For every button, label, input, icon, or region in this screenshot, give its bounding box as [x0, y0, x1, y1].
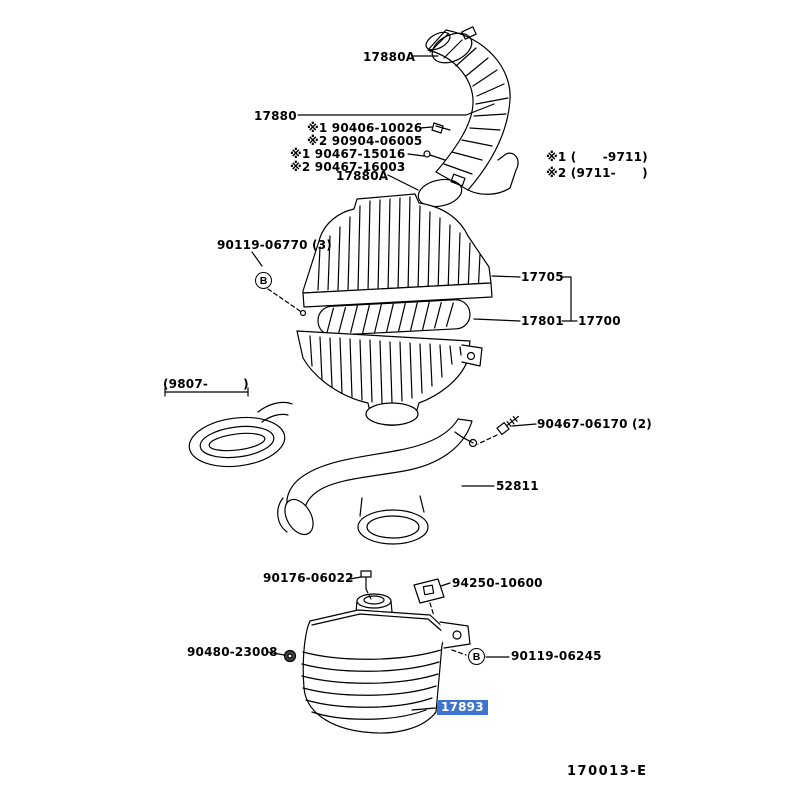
- part-label-90467-16003[interactable]: ※2 90467-16003: [290, 160, 406, 174]
- part-label-90119-06770[interactable]: 90119-06770 (3): [217, 238, 332, 252]
- air-cleaner-case: [296, 330, 483, 426]
- air-cleaner-cap: [299, 193, 493, 317]
- leader-lines: [251, 55, 578, 711]
- hose-branch-fitting: [467, 152, 519, 195]
- note-9807-bracket: [164, 387, 249, 397]
- part-label-90467-06170[interactable]: 90467-06170 (2): [537, 417, 652, 431]
- hose-clamp-lower-icon: [417, 173, 466, 208]
- part-label-17801[interactable]: 17801: [521, 314, 564, 328]
- part-label-52811[interactable]: 52811: [496, 479, 539, 493]
- hose-clamp-upper-icon: [431, 26, 477, 64]
- clip-94250-icon: [413, 578, 445, 604]
- dashed-leaders: [267, 288, 498, 656]
- part-label-note-2: ※2 (9711- ): [546, 166, 648, 180]
- intake-duct-52811: [277, 418, 478, 545]
- part-label-94250-10600[interactable]: 94250-10600: [452, 576, 543, 590]
- air-filter-element: [317, 299, 471, 336]
- part-label-note-1: ※1 ( -9711): [546, 150, 648, 164]
- b-marker-1: B: [255, 272, 272, 289]
- inlet-duct-9807: [188, 401, 293, 468]
- resonator-17893: [301, 593, 471, 734]
- part-label-17880A-upper[interactable]: 17880A: [363, 50, 416, 64]
- part-label-17880A-lower[interactable]: 17880A: [336, 169, 389, 183]
- part-label-90467-15016[interactable]: ※1 90467-15016: [290, 147, 406, 161]
- screw-icons: [423, 122, 451, 161]
- part-label-90119-06245[interactable]: 90119-06245: [511, 649, 602, 663]
- part-label-90480-23008[interactable]: 90480-23008: [187, 645, 278, 659]
- part-label-17705[interactable]: 17705: [521, 270, 564, 284]
- bolt-90176-icon: [360, 570, 372, 590]
- part-label-90176-06022[interactable]: 90176-06022: [263, 571, 354, 585]
- diagram-code: 170013-E: [567, 764, 648, 779]
- part-label-17700[interactable]: 17700: [578, 314, 621, 328]
- part-label-17880[interactable]: 17880: [254, 109, 297, 123]
- part-label-90406-10026[interactable]: ※1 90406-10026: [307, 121, 423, 135]
- b-marker-2: B: [468, 648, 485, 665]
- part-label-17893[interactable]: 17893: [437, 700, 488, 715]
- bolt-90467-icon: [496, 415, 519, 436]
- part-label-90904-06005[interactable]: ※2 90904-06005: [307, 134, 423, 148]
- part-label-note-9807: (9807- ): [163, 377, 249, 391]
- grommet-90480-icon: [283, 649, 297, 663]
